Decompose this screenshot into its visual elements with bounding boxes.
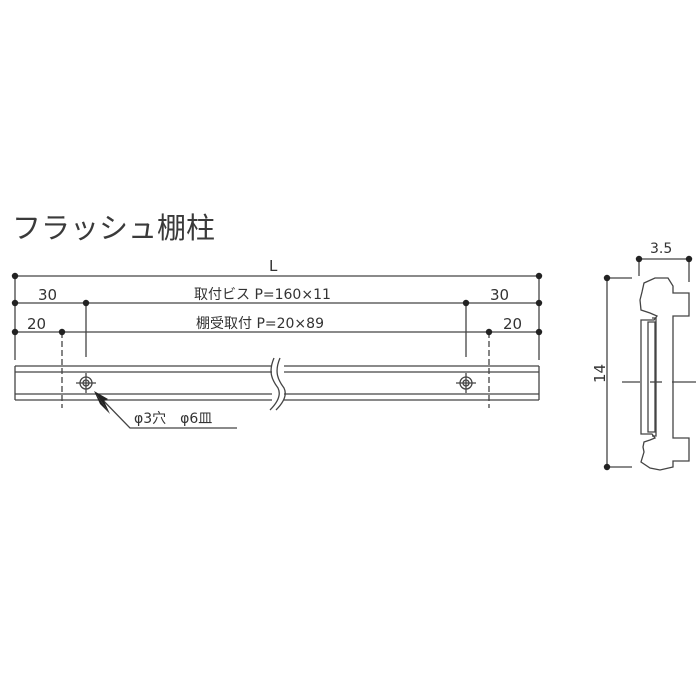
label-right-bracket-offset: 20: [503, 315, 522, 333]
label-screw-pitch: 取付ビス P=160×11: [194, 287, 331, 303]
rail-section-view: [606, 258, 696, 471]
dimension-dots: [11, 255, 693, 471]
hole-callout-leader: [95, 392, 237, 429]
label-section-height: 14: [591, 364, 609, 383]
break-line: [269, 357, 280, 411]
label-section-width: 3.5: [650, 241, 672, 257]
rail-front-view: [14, 357, 540, 411]
label-L: L: [269, 257, 278, 275]
screw-hole-right: [456, 373, 476, 393]
label-left-bracket-offset: 20: [27, 315, 46, 333]
drawing-title: フラッシュ棚柱: [12, 211, 216, 245]
label-bracket-pitch: 棚受取付 P=20×89: [196, 316, 324, 332]
label-hole-callout: φ3穴 φ6皿: [134, 411, 212, 427]
screw-hole-left: [76, 373, 96, 393]
label-left-screw-offset: 30: [38, 286, 57, 304]
label-right-screw-offset: 30: [490, 286, 509, 304]
